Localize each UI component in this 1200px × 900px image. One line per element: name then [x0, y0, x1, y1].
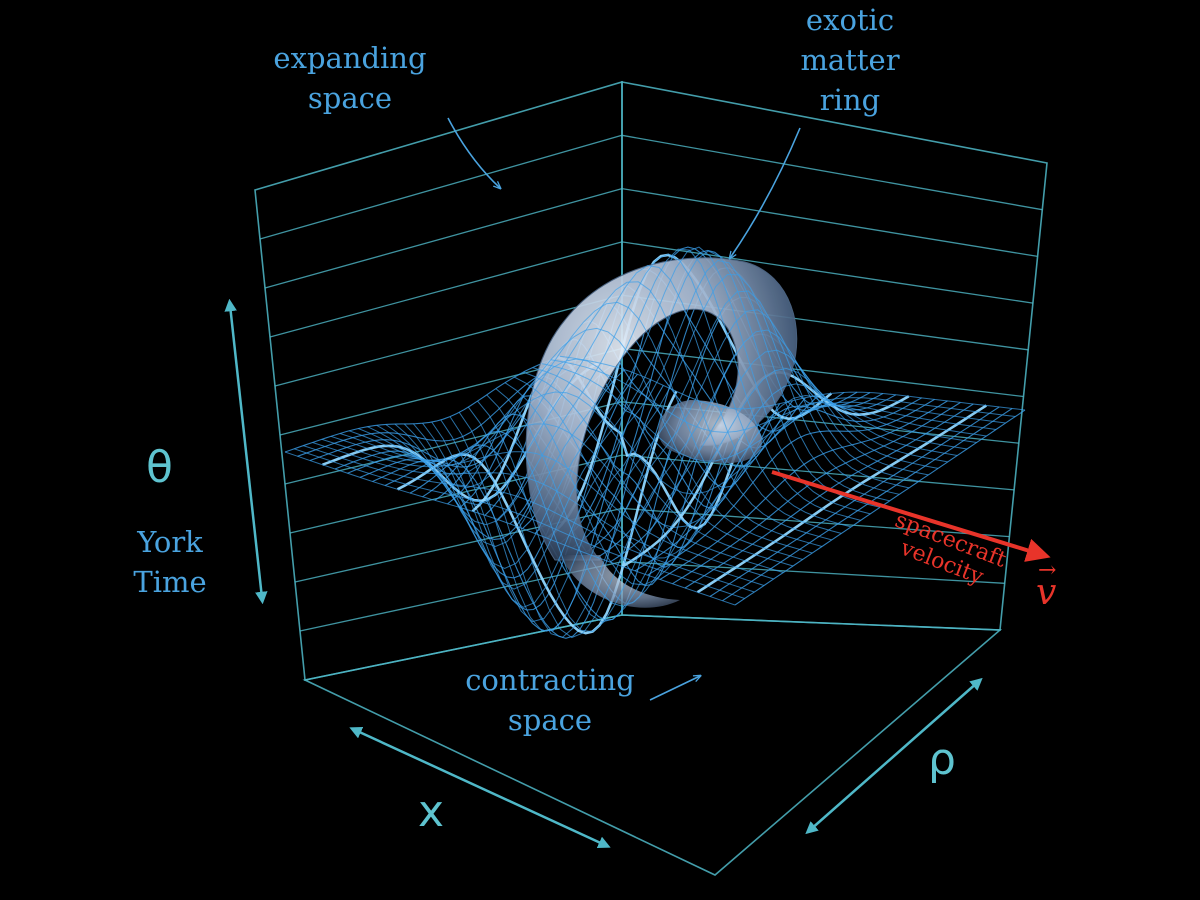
expanding-space-label-line1: expanding: [273, 41, 427, 75]
exotic-ring-pointer: [730, 127, 801, 258]
left-wall-gridline: [274, 294, 623, 387]
mesh-line-v: [303, 445, 755, 593]
mesh-line-v: [376, 281, 832, 541]
right-wall-gridline: [621, 347, 1024, 398]
mesh-line-v: [458, 309, 919, 638]
mesh-line-v: [495, 383, 958, 607]
exotic-matter-ring-label: exotic matter ring: [770, 0, 930, 120]
mesh-line-v: [541, 363, 1006, 462]
velocity-vector-letter: v: [1036, 572, 1057, 613]
expanding-space-label-line2: space: [307, 81, 393, 115]
york-time-label-line2: Time: [133, 565, 207, 599]
x-axis-label: x: [418, 786, 445, 837]
exotic-matter-ring-label-line2: matter: [800, 43, 900, 77]
right-wall-gridline: [621, 241, 1033, 304]
mesh-line-v: [550, 359, 1016, 433]
left-wall-gridline: [269, 241, 623, 338]
mesh-line-v: [486, 367, 948, 623]
theta-axis-arrow: [224, 298, 268, 605]
mesh-line-v: [559, 355, 1026, 411]
mesh-line-v: [412, 246, 871, 569]
mesh-line-v: [504, 382, 968, 586]
right-wall-gridline: [621, 561, 1005, 584]
exotic-matter-ring-label-line1: exotic: [805, 3, 895, 37]
mesh-line-v: [312, 442, 765, 586]
floor-frame: [302, 614, 1003, 876]
expanding-space-label: expanding space: [250, 38, 450, 118]
mesh-line-v: [467, 329, 929, 639]
velocity-vector-arrow: →: [1038, 558, 1057, 583]
mesh-line-v: [294, 448, 745, 599]
axes: [224, 298, 983, 849]
york-time-label: York Time: [100, 522, 240, 602]
exotic-matter-ring-label-line3: ring: [819, 83, 881, 117]
left-wall-gridline: [259, 134, 623, 240]
mesh-line-v: [330, 423, 784, 573]
mesh-line-v: [513, 376, 977, 559]
mesh-line-v: [449, 290, 910, 632]
mesh-line-v: [385, 264, 842, 534]
york-time-label-line1: York: [137, 525, 203, 559]
ring-lower-body: [560, 555, 680, 608]
contracting-space-label-line1: contracting: [465, 663, 635, 697]
right-wall-gridline: [621, 507, 1010, 538]
x-axis-arrow: [349, 726, 611, 849]
left-wall-gridline: [264, 187, 623, 289]
rho-axis-arrow: [805, 677, 983, 835]
mesh-line-v: [321, 438, 774, 580]
velocity-arrow: [771, 470, 1051, 562]
velocity-vector-symbol: → v: [1036, 558, 1057, 613]
contracting-space-label: contracting space: [440, 660, 660, 740]
mesh-line-v: [422, 250, 881, 590]
mesh-line-v: [403, 248, 861, 548]
expanding-space-pointer: [447, 117, 500, 188]
right-wall-gridline: [621, 187, 1038, 258]
annotation-pointers: [447, 117, 1051, 701]
contracting-space-pointer: [649, 676, 700, 701]
theta-axis-label: θ: [146, 442, 173, 493]
right-wall-gridline: [621, 134, 1043, 211]
rho-axis-label: ρ: [928, 734, 956, 785]
mesh-line-v: [532, 367, 997, 495]
right-wall-gridline: [621, 454, 1015, 491]
mesh-line-v: [440, 273, 900, 623]
mesh-line-v: [431, 259, 890, 608]
contracting-space-label-line2: space: [507, 703, 593, 737]
mesh-line-v: [477, 349, 939, 633]
mesh-line-v: [523, 371, 987, 529]
mesh-line-v: [339, 391, 794, 567]
mesh-line-v: [367, 301, 823, 547]
mesh-line-v: [284, 451, 736, 606]
